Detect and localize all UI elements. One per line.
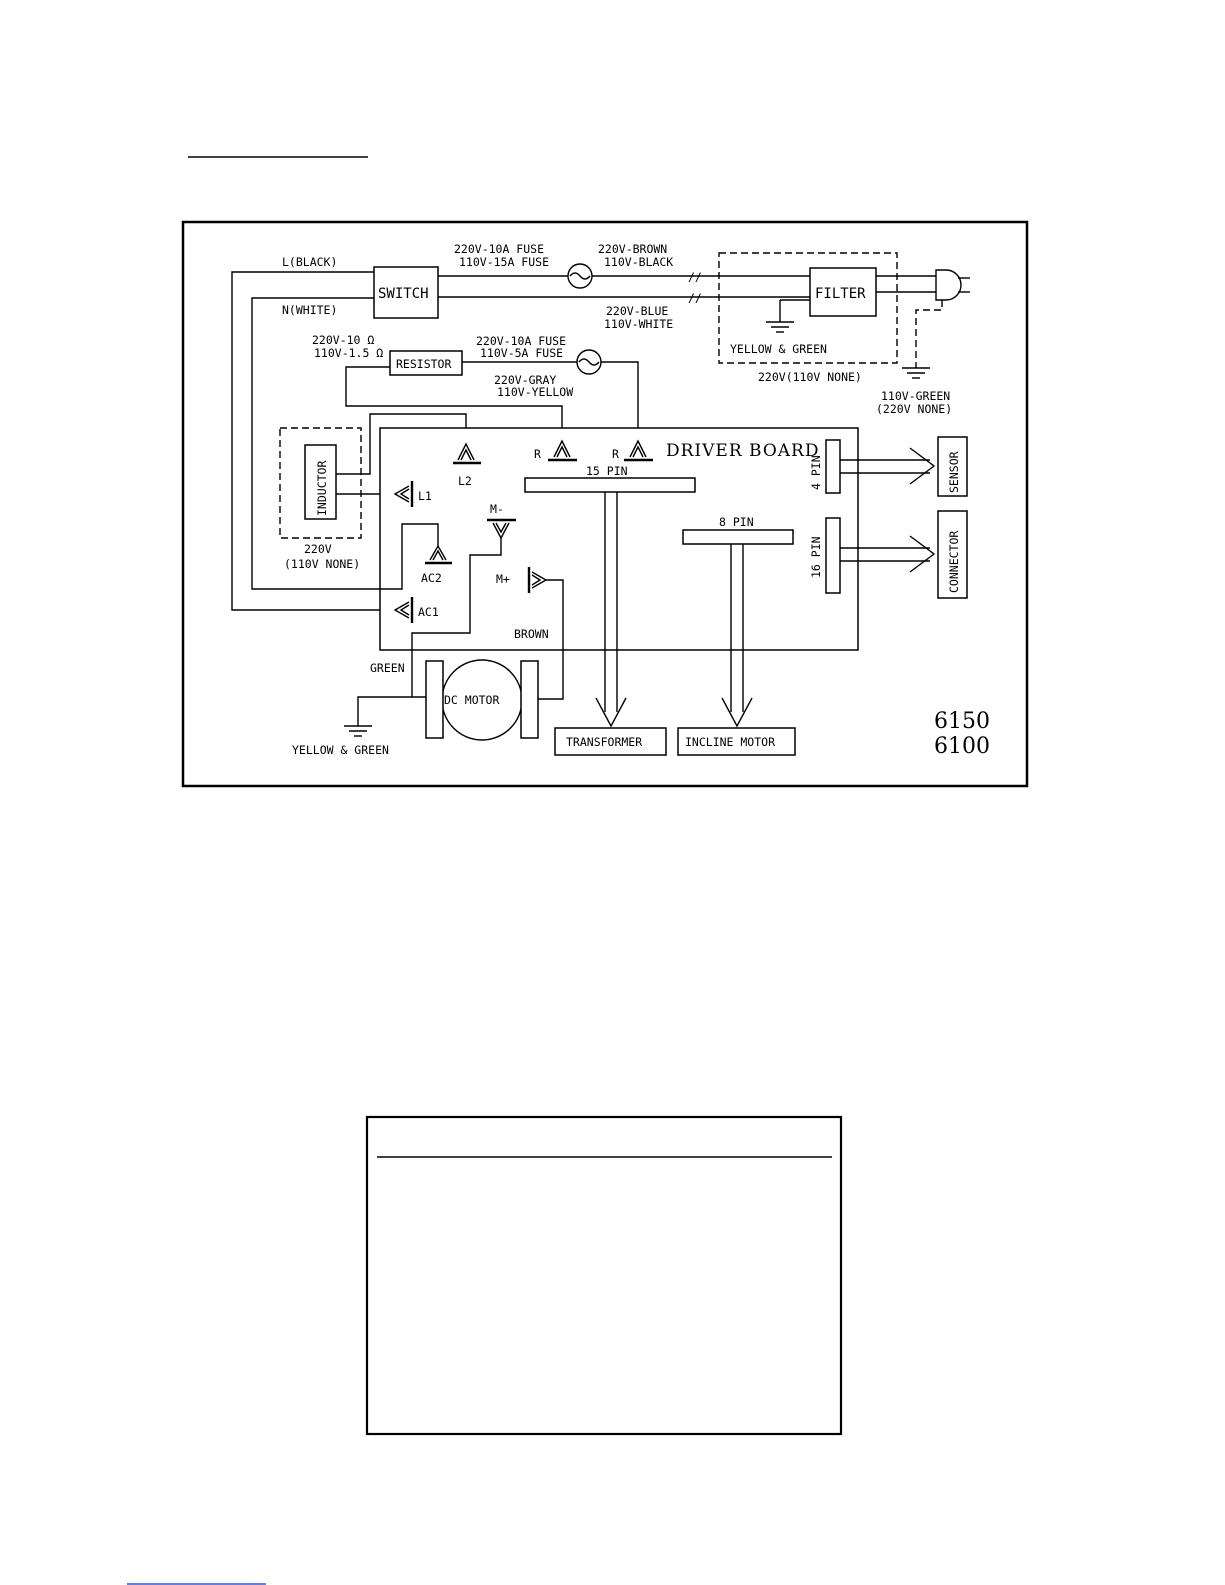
dc-motor-brush-right [520,660,539,739]
incline-motor-box [677,727,796,756]
label-fuse-main-110: 110V-15A FUSE [459,255,549,269]
label-resistor-110: 110V-1.5 Ω [314,346,383,360]
connector-box [937,510,968,599]
arrow-to-transformer [595,492,627,728]
label-inductor-110: (110V NONE) [284,557,360,571]
label-wire-220-brown: 220V-BROWN [598,242,667,256]
inductor-box [304,444,337,520]
terminal-r2 [624,439,653,462]
terminal-r1 [548,439,577,462]
label-pin4: 4 PIN [809,455,823,490]
label-term-ac2: AC2 [421,571,442,585]
pin8-header [682,529,794,545]
wire-ac2 [380,523,439,590]
inductor-label: INDUCTOR [315,461,329,516]
terminal-ac1 [393,597,414,623]
model-number-2: 6100 [934,734,990,759]
fuse-main-symbol [569,272,591,280]
arrow-to-incline-motor [721,544,753,728]
label-resistor-220: 220V-10 Ω [312,333,374,347]
fuse-resistor-symbol [578,358,600,366]
pin15-header [524,477,696,493]
wire-resistor-to-r1 [345,366,563,452]
label-neutral-white: N(WHITE) [282,303,337,317]
label-pin8: 8 PIN [719,515,754,529]
label-term-l2: L2 [458,474,472,488]
label-wire-110-yellow: 110V-YELLOW [497,385,573,399]
transformer-label: TRANSFORMER [566,735,642,749]
label-wire-110-black: 110V-BLACK [604,255,673,269]
label-term-r2: R [612,447,619,461]
switch-box [373,266,439,319]
arrow-to-sensor [840,447,936,485]
label-wire-220-blue: 220V-BLUE [606,304,668,318]
label-line-black: L(BLACK) [282,255,337,269]
switch-label: SWITCH [378,286,429,302]
label-filter-note: 220V(110V NONE) [758,370,862,384]
diagram-frame [181,220,1029,788]
wire-line-black [231,271,398,611]
label-ground-220-none: (220V NONE) [876,402,952,416]
label-term-r1: R [534,447,541,461]
sensor-label: SENSOR [947,451,961,493]
pin16-header [825,517,841,594]
terminal-l2 [453,442,481,465]
wire-motor-ground [357,696,426,726]
label-term-l1: L1 [418,489,432,503]
wire-m-minus [411,538,502,697]
filter-box [809,267,877,317]
dc-motor-brush-left [425,660,444,739]
label-fuse-main-220: 220V-10A FUSE [454,242,544,256]
label-fuse-res-110: 110V-5A FUSE [480,346,563,360]
label-pin15: 15 PIN [586,464,628,478]
label-green: GREEN [370,661,405,675]
ground-110-dashed [915,300,943,368]
wire-inductor-l2 [336,413,467,475]
wire-neutral-white [251,297,380,590]
power-plug [935,269,962,301]
lower-box [365,1115,843,1436]
dc-motor-label: DC MOTOR [444,693,499,707]
break-mark-top: // [688,270,702,284]
terminal-l1 [393,481,414,507]
resistor-label: RESISTOR [396,357,451,371]
pin4-header [825,439,841,494]
terminal-ac2 [425,544,452,565]
label-filter-ground: YELLOW & GREEN [730,342,827,356]
label-fuse-res-220: 220V-10A FUSE [476,334,566,348]
wire-m-plus [538,579,564,700]
label-brown: BROWN [514,627,549,641]
sensor-box [937,436,968,497]
driver-board-label: DRIVER BOARD [666,441,820,461]
wire-fuse-to-r2 [601,361,639,452]
filter-dashed-enclosure [718,252,898,364]
arrow-to-connector [840,535,936,573]
incline-motor-label: INCLINE MOTOR [685,735,775,749]
label-term-m-plus: M+ [496,572,510,586]
label-term-m-minus: M- [490,502,504,516]
transformer-box [554,727,667,756]
connector-label: CONNECTOR [947,531,961,593]
label-ground-110-green: 110V-GREEN [881,389,950,403]
label-wire-220-gray: 220V-GRAY [494,373,556,387]
filter-label: FILTER [815,286,866,302]
model-number-1: 6150 [934,709,990,734]
break-mark-bottom: // [688,291,702,305]
label-motor-ground: YELLOW & GREEN [292,743,389,757]
label-term-ac1: AC1 [418,605,439,619]
inductor-dashed-enclosure [279,427,362,539]
label-pin16: 16 PIN [809,536,823,578]
label-inductor-220: 220V [304,542,332,556]
resistor-box [389,350,463,376]
label-wire-110-white: 110V-WHITE [604,317,673,331]
